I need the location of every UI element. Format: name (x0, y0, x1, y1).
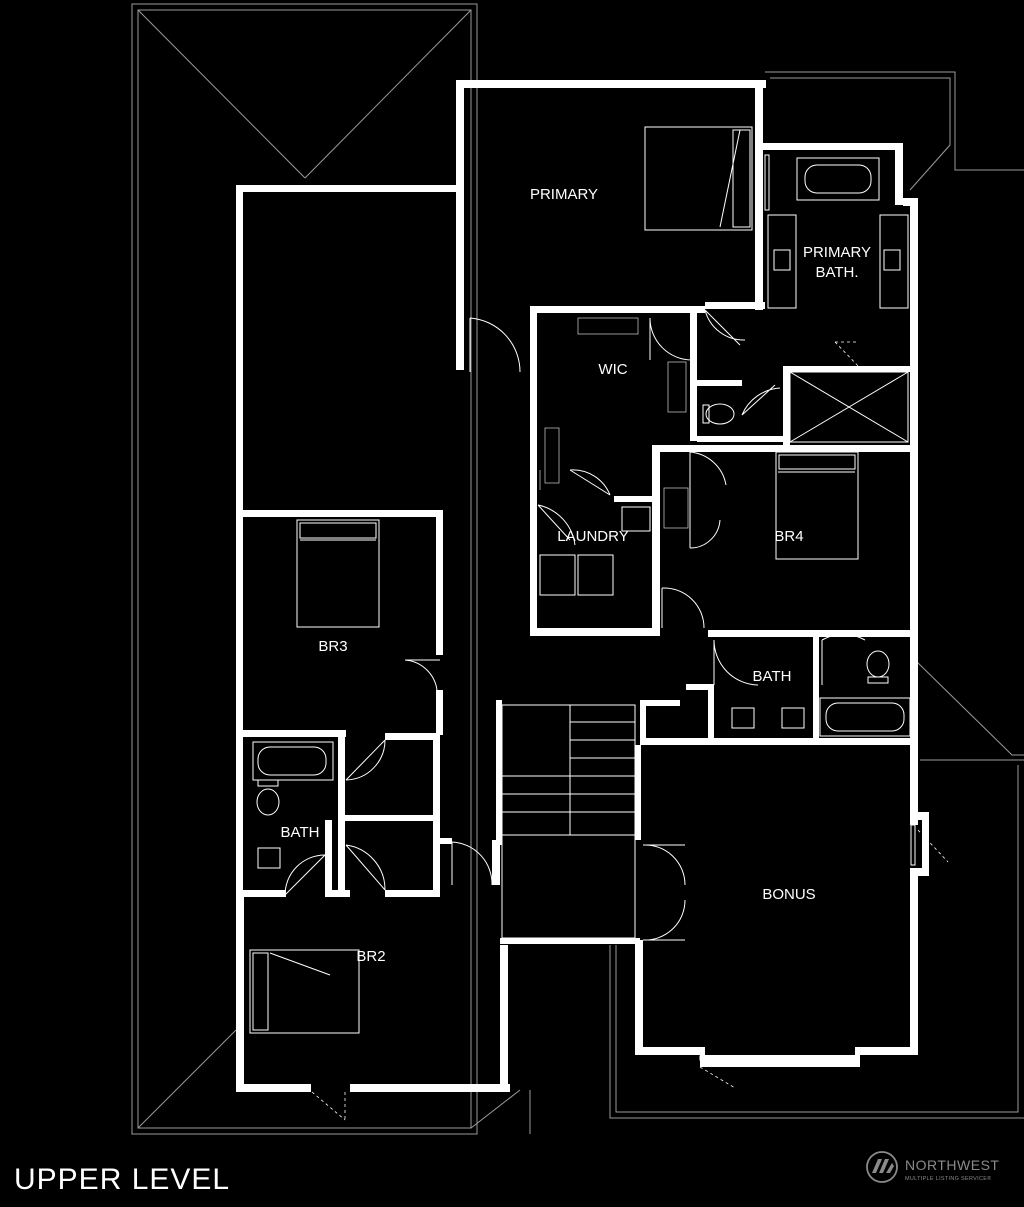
roof-outline (131, 3, 1024, 1135)
label-primary-bath-line2: BATH. (815, 264, 858, 281)
label-primary: PRIMARY (530, 186, 598, 203)
label-bath-upper: BATH (753, 668, 792, 685)
windows (236, 80, 916, 1090)
bath-fixtures (252, 157, 911, 869)
door-swings (284, 309, 949, 1121)
label-laundry: LAUNDRY (557, 528, 628, 545)
walls (236, 80, 929, 1092)
closet-shelving (539, 317, 689, 529)
label-br4: BR4 (774, 528, 803, 545)
label-primary-bath-line1: PRIMARY (803, 244, 871, 261)
room-labels: PRIMARY PRIMARY BATH. WIC LAUNDRY BR4 BR… (281, 186, 871, 965)
nwmls-logo-icon (866, 1151, 898, 1183)
brand-name: NORTHWEST (905, 1157, 999, 1173)
bed-icons (249, 126, 859, 1034)
label-br3: BR3 (318, 638, 347, 655)
staircase (501, 704, 636, 939)
brand-tagline: MULTIPLE LISTING SERVICE® (905, 1175, 992, 1182)
label-br2: BR2 (356, 948, 385, 965)
label-wic: WIC (598, 361, 627, 378)
label-bath-lower: BATH (281, 824, 320, 841)
label-bonus: BONUS (762, 886, 815, 903)
level-title: UPPER LEVEL (14, 1163, 230, 1196)
